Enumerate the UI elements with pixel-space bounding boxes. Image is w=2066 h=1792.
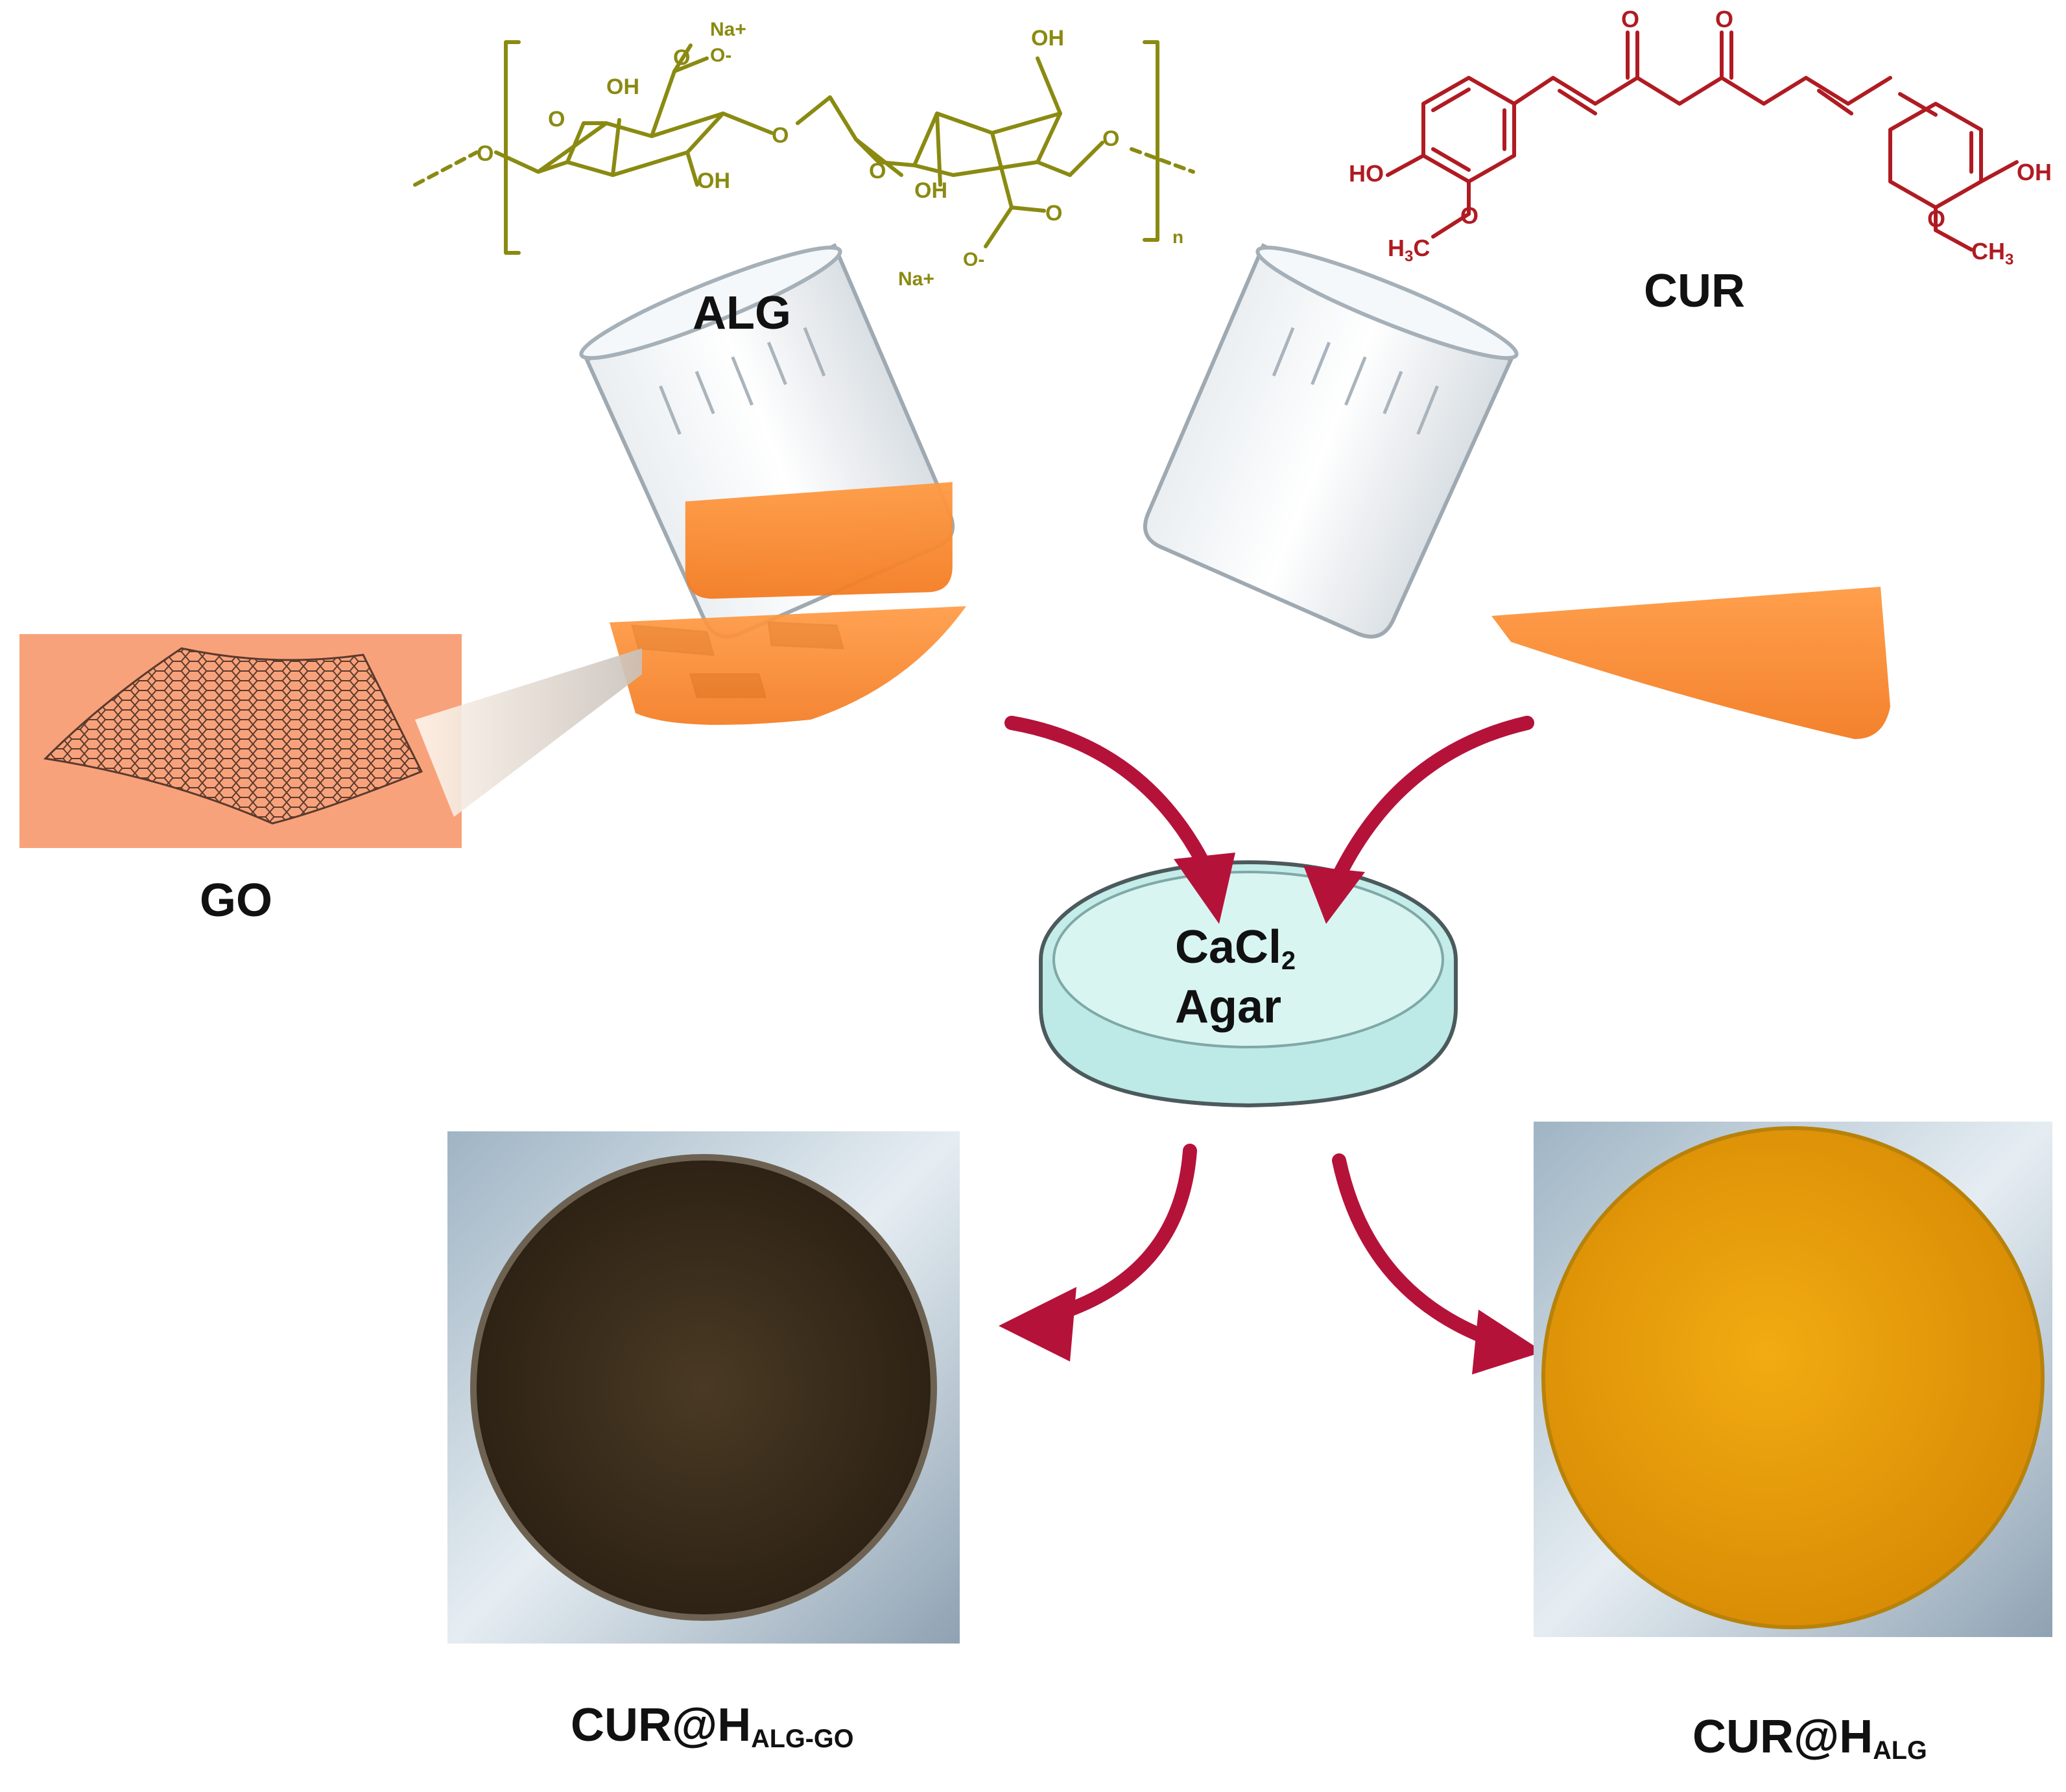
alg-o-label: O [772,123,789,148]
alg-o-label: O [1045,201,1062,226]
beaker-right [1143,243,1519,639]
label-cacl2: CaCl2 [1175,921,1296,975]
alg-o-minus-label: O- [710,45,731,66]
cur-ho-label: HO [1349,160,1384,187]
label-agar: Agar [1175,981,1282,1033]
arrows [1004,716,1534,1349]
alg-repeat-index: n [1172,227,1183,247]
beaker-left [579,243,955,639]
cur-o-label: O [1927,206,1945,232]
alg-oh-label: OH [606,75,639,99]
label-product-alg: CUR@HALG [1692,1711,1927,1765]
alg-structure [413,40,1195,255]
cur-oh-label: OH [2017,159,2052,185]
label-go: GO [200,875,273,926]
product-photo-alg [1534,1122,2052,1637]
alg-na-label: Na+ [710,19,746,40]
cur-atom-labels: O O HO OH O O H3C CH3 [1349,6,2052,268]
go-panel [19,634,642,848]
alg-o-label: O [869,159,886,183]
cur-ch3-label: CH3 [1971,238,2013,268]
alg-o-label: O [477,141,493,166]
label-alg: ALG [693,287,791,339]
cur-h3c-label: H3C [1388,235,1430,265]
cur-o-label: O [1621,6,1639,32]
alg-oh-label: OH [1031,26,1064,51]
alg-o-label: O [673,45,690,70]
alg-atom-labels: O O O O O O O OH OH OH OH O- Na+ O- Na+ … [477,19,1183,290]
alg-oh-label: OH [697,169,730,193]
cur-structure [1386,30,2019,252]
product-photo-go [447,1131,960,1644]
cur-o-label: O [1460,202,1478,229]
label-cur: CUR [1644,265,1745,317]
alg-o-label: O [1102,126,1119,151]
petri-dish [1039,860,1458,1108]
arrow-heads [999,853,1543,1374]
liquid-right [1491,587,1890,739]
alg-oh-label: OH [914,178,947,203]
alg-o-label: O [548,107,565,132]
label-product-go: CUR@HALG-GO [571,1699,854,1753]
cur-o-label: O [1715,6,1733,32]
alg-na-label: Na+ [898,268,934,290]
alg-o-minus-label: O- [963,249,984,270]
liquid-left [610,606,966,725]
